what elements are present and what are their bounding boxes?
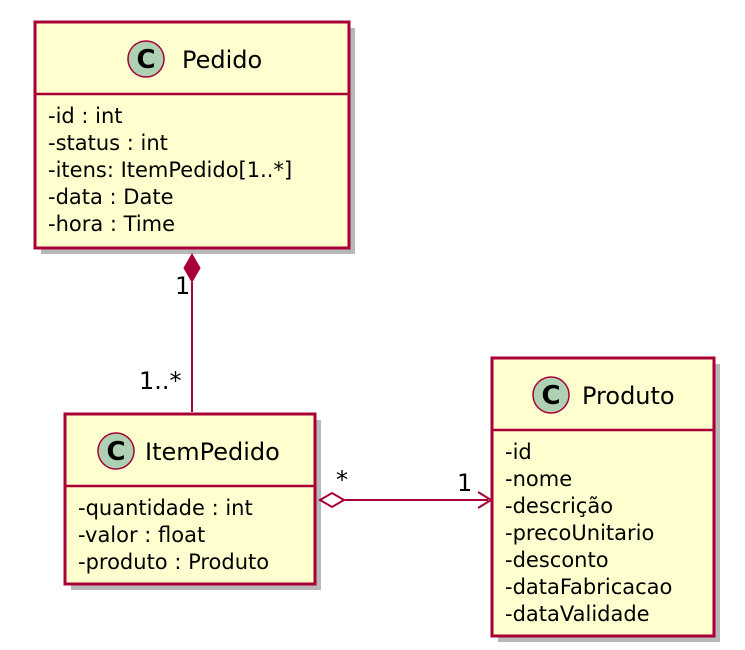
class-itempedido-name: ItemPedido: [145, 438, 280, 466]
class-produto[interactable]: C Produto -id -nome -descrição -precoUni…: [490, 356, 720, 642]
class-produto-attribute: -id: [505, 440, 532, 464]
class-produto-name: Produto: [582, 382, 675, 410]
class-produto-attribute: -desconto: [505, 548, 609, 572]
class-pedido-name: Pedido: [182, 46, 262, 74]
class-pedido-attribute: -id : int: [48, 104, 123, 128]
class-produto-attribute: -descrição: [505, 494, 613, 518]
class-produto-attribute: -nome: [505, 467, 572, 491]
class-itempedido[interactable]: C ItemPedido -quantidade : int -valor : …: [63, 412, 321, 590]
class-pedido[interactable]: C Pedido -id : int -status : int -itens:…: [33, 20, 355, 254]
class-badge-icon: [127, 40, 165, 78]
composition-pedido-itempedido: 1 1..*: [139, 252, 201, 412]
hollow-diamond-icon: [318, 491, 346, 509]
class-produto-attribute: -dataValidade: [505, 602, 650, 626]
itempedido-aggregation-multiplicity-label: *: [336, 466, 348, 494]
class-itempedido-attribute: -produto : Produto: [78, 550, 269, 574]
produto-multiplicity-label: 1: [457, 469, 472, 497]
class-pedido-box: [33, 20, 351, 250]
class-itempedido-attribute: -valor : float: [78, 523, 205, 547]
class-badge-icon: [532, 376, 570, 414]
class-badge-icon: [97, 432, 135, 470]
aggregation-itempedido-produto: * 1: [318, 466, 493, 509]
itempedido-multiplicity-label: 1..*: [139, 367, 182, 395]
class-produto-attribute: -dataFabricacao: [505, 575, 672, 599]
class-produto-attribute: -precoUnitario: [505, 521, 654, 545]
class-pedido-attribute: -hora : Time: [48, 212, 175, 236]
class-pedido-attribute: -status : int: [48, 131, 168, 155]
class-badge-letter: C: [106, 437, 125, 467]
class-pedido-attribute: -itens: ItemPedido[1..*]: [48, 158, 292, 182]
class-itempedido-attribute: -quantidade : int: [78, 496, 253, 520]
pedido-multiplicity-label: 1: [175, 272, 190, 300]
class-badge-letter: C: [541, 381, 560, 411]
filled-diamond-icon: [183, 252, 201, 284]
class-pedido-attribute: -data : Date: [48, 185, 174, 209]
class-badge-letter: C: [136, 45, 155, 75]
class-produto-box: [490, 356, 716, 638]
